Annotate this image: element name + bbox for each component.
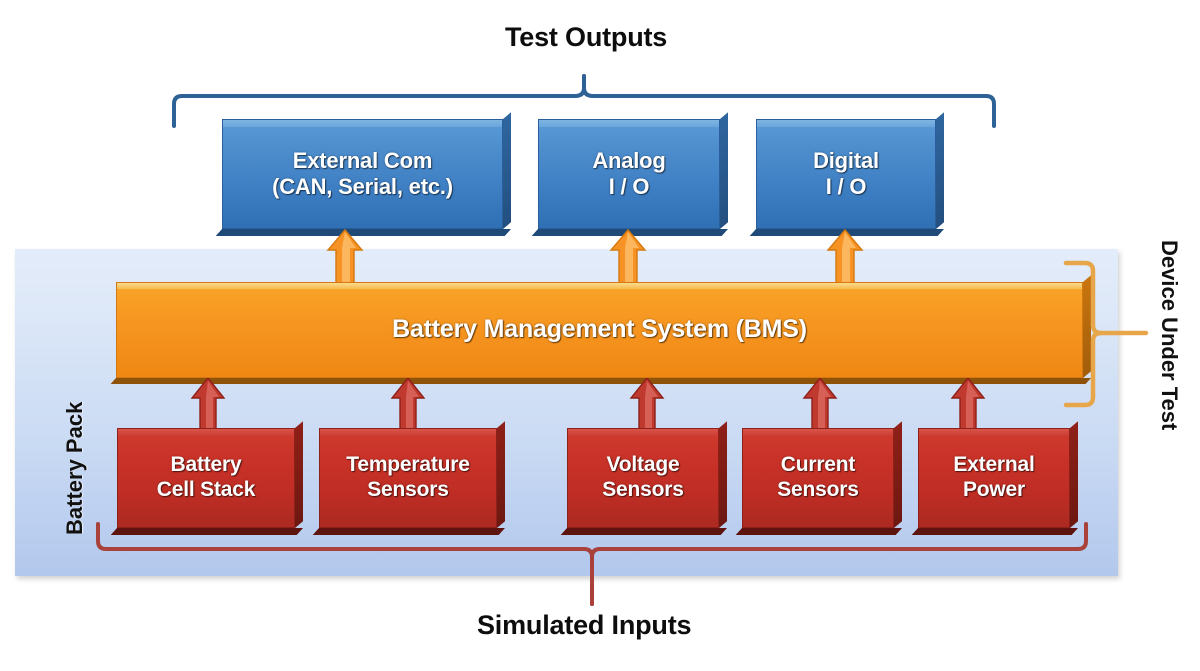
output-box-line2: I / O <box>825 174 867 199</box>
input-box-temperature-sensors[interactable]: Temperature Sensors <box>312 421 505 535</box>
box-top-bevel <box>756 119 936 127</box>
input-box-line1: External <box>953 453 1035 477</box>
box-side-right <box>936 112 944 229</box>
box-side-right <box>894 421 902 528</box>
output-box-digital-io[interactable]: Digital I / O <box>749 112 944 236</box>
simulated-inputs-title: Simulated Inputs <box>477 610 692 640</box>
input-box-label: Voltage Sensors <box>567 428 719 528</box>
box-top-bevel <box>742 428 894 436</box>
input-box-line1: Battery <box>170 453 242 477</box>
input-box-line1: Temperature <box>346 453 470 477</box>
box-side-bottom <box>110 378 1091 384</box>
battery-pack-label: Battery Pack <box>62 401 87 535</box>
output-box-external-com[interactable]: External Com (CAN, Serial, etc.) <box>215 112 511 236</box>
output-box-label: Analog I / O <box>538 119 720 229</box>
output-box-label: Digital I / O <box>756 119 936 229</box>
box-top-bevel <box>116 282 1083 289</box>
box-side-bottom <box>110 528 303 535</box>
box-top-bevel <box>538 119 720 127</box>
output-box-line2: (CAN, Serial, etc.) <box>272 174 453 199</box>
box-side-right <box>497 421 505 528</box>
box-side-bottom <box>911 528 1078 535</box>
box-side-bottom <box>531 229 728 236</box>
input-box-line1: Current <box>780 453 856 477</box>
device-under-test-label: Device Under Test <box>1157 240 1182 431</box>
box-top-bevel <box>319 428 497 436</box>
box-side-bottom <box>735 528 902 535</box>
output-box-line1: External Com <box>292 148 433 174</box>
box-top-bevel <box>918 428 1070 436</box>
box-side-bottom <box>215 229 511 236</box>
box-top-bevel <box>117 428 295 436</box>
box-top-bevel <box>567 428 719 436</box>
input-box-line2: Power <box>962 478 1026 501</box>
input-box-label: Current Sensors <box>742 428 894 528</box>
box-side-bottom <box>749 229 944 236</box>
input-box-line2: Sensors <box>777 478 859 501</box>
input-box-label: Battery Cell Stack <box>117 428 295 528</box>
box-side-right <box>1083 275 1091 378</box>
input-box-line1: Voltage <box>606 453 680 477</box>
box-top-bevel <box>222 119 503 127</box>
output-box-label: External Com (CAN, Serial, etc.) <box>222 119 503 229</box>
input-box-voltage-sensors[interactable]: Voltage Sensors <box>560 421 727 535</box>
input-box-current-sensors[interactable]: Current Sensors <box>735 421 902 535</box>
box-side-right <box>1070 421 1078 528</box>
output-box-line2: I / O <box>608 174 650 199</box>
bms-bar[interactable]: Battery Management System (BMS) <box>110 275 1091 384</box>
input-box-line2: Sensors <box>367 478 449 501</box>
box-side-right <box>295 421 303 528</box>
box-side-right <box>719 421 727 528</box>
input-box-battery-cell-stack[interactable]: Battery Cell Stack <box>110 421 303 535</box>
box-side-bottom <box>560 528 727 535</box>
input-box-line2: Cell Stack <box>156 478 256 501</box>
box-side-right <box>503 112 511 229</box>
output-box-analog-io[interactable]: Analog I / O <box>531 112 728 236</box>
test-outputs-title: Test Outputs <box>505 22 668 52</box>
input-box-line2: Sensors <box>602 478 684 501</box>
input-box-label: Temperature Sensors <box>319 428 497 528</box>
input-box-external-power[interactable]: External Power <box>911 421 1078 535</box>
box-side-right <box>720 112 728 229</box>
box-side-bottom <box>312 528 505 535</box>
output-box-line1: Digital <box>813 148 879 174</box>
output-box-line1: Analog <box>592 148 666 174</box>
bms-label: Battery Management System (BMS) <box>116 282 1083 378</box>
input-box-label: External Power <box>918 428 1070 528</box>
